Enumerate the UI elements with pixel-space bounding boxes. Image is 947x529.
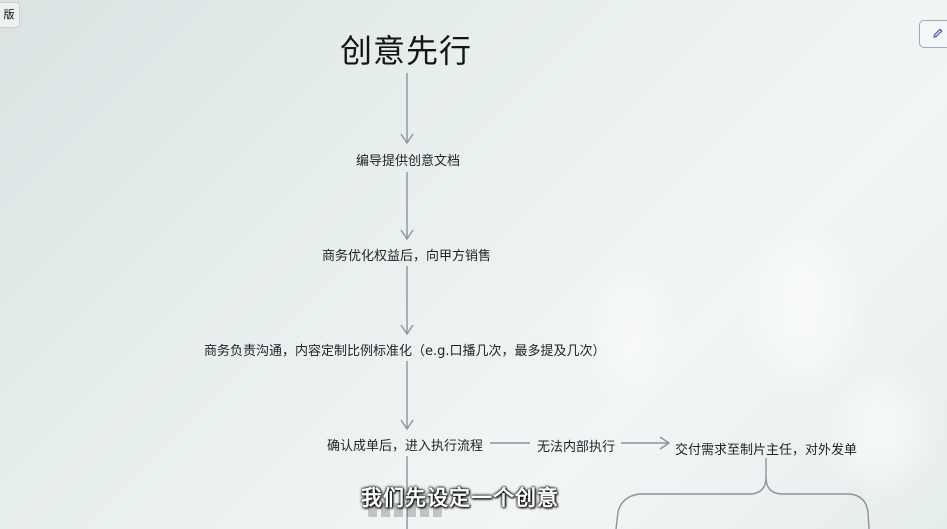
flow-step-communication: 商务负责沟通，内容定制比例标准化（e.g.口播几次，最多提及几次） xyxy=(204,344,606,359)
flow-step-creative-doc: 编导提供创意文档 xyxy=(356,154,461,169)
flow-step-outsourcing: 交付需求至制片主任，对外发单 xyxy=(675,443,858,458)
screen-glare xyxy=(840,380,920,480)
arrow-head xyxy=(400,229,414,241)
pen-icon xyxy=(933,28,943,38)
flowchart-title: 创意先行 xyxy=(340,32,473,70)
video-subtitle: 我们先设定一个创意 xyxy=(361,486,559,510)
arrow-head xyxy=(659,436,671,450)
connector-line xyxy=(765,477,870,529)
flow-edge-label: 无法内部执行 xyxy=(537,440,616,455)
arrow-head xyxy=(400,133,414,145)
flow-step-sales: 商务优化权益后，向甲方销售 xyxy=(322,249,492,264)
edit-button[interactable] xyxy=(919,20,947,48)
flow-step-execution: 确认成单后，进入执行流程 xyxy=(327,439,484,454)
screen-glare xyxy=(760,240,850,380)
corner-tab-label[interactable]: 版 xyxy=(0,2,20,28)
connector-line xyxy=(615,458,767,529)
arrow-head xyxy=(400,419,414,431)
arrow-head xyxy=(400,324,414,336)
obscured-flow-text xyxy=(368,503,446,517)
screen-glare xyxy=(600,270,660,390)
